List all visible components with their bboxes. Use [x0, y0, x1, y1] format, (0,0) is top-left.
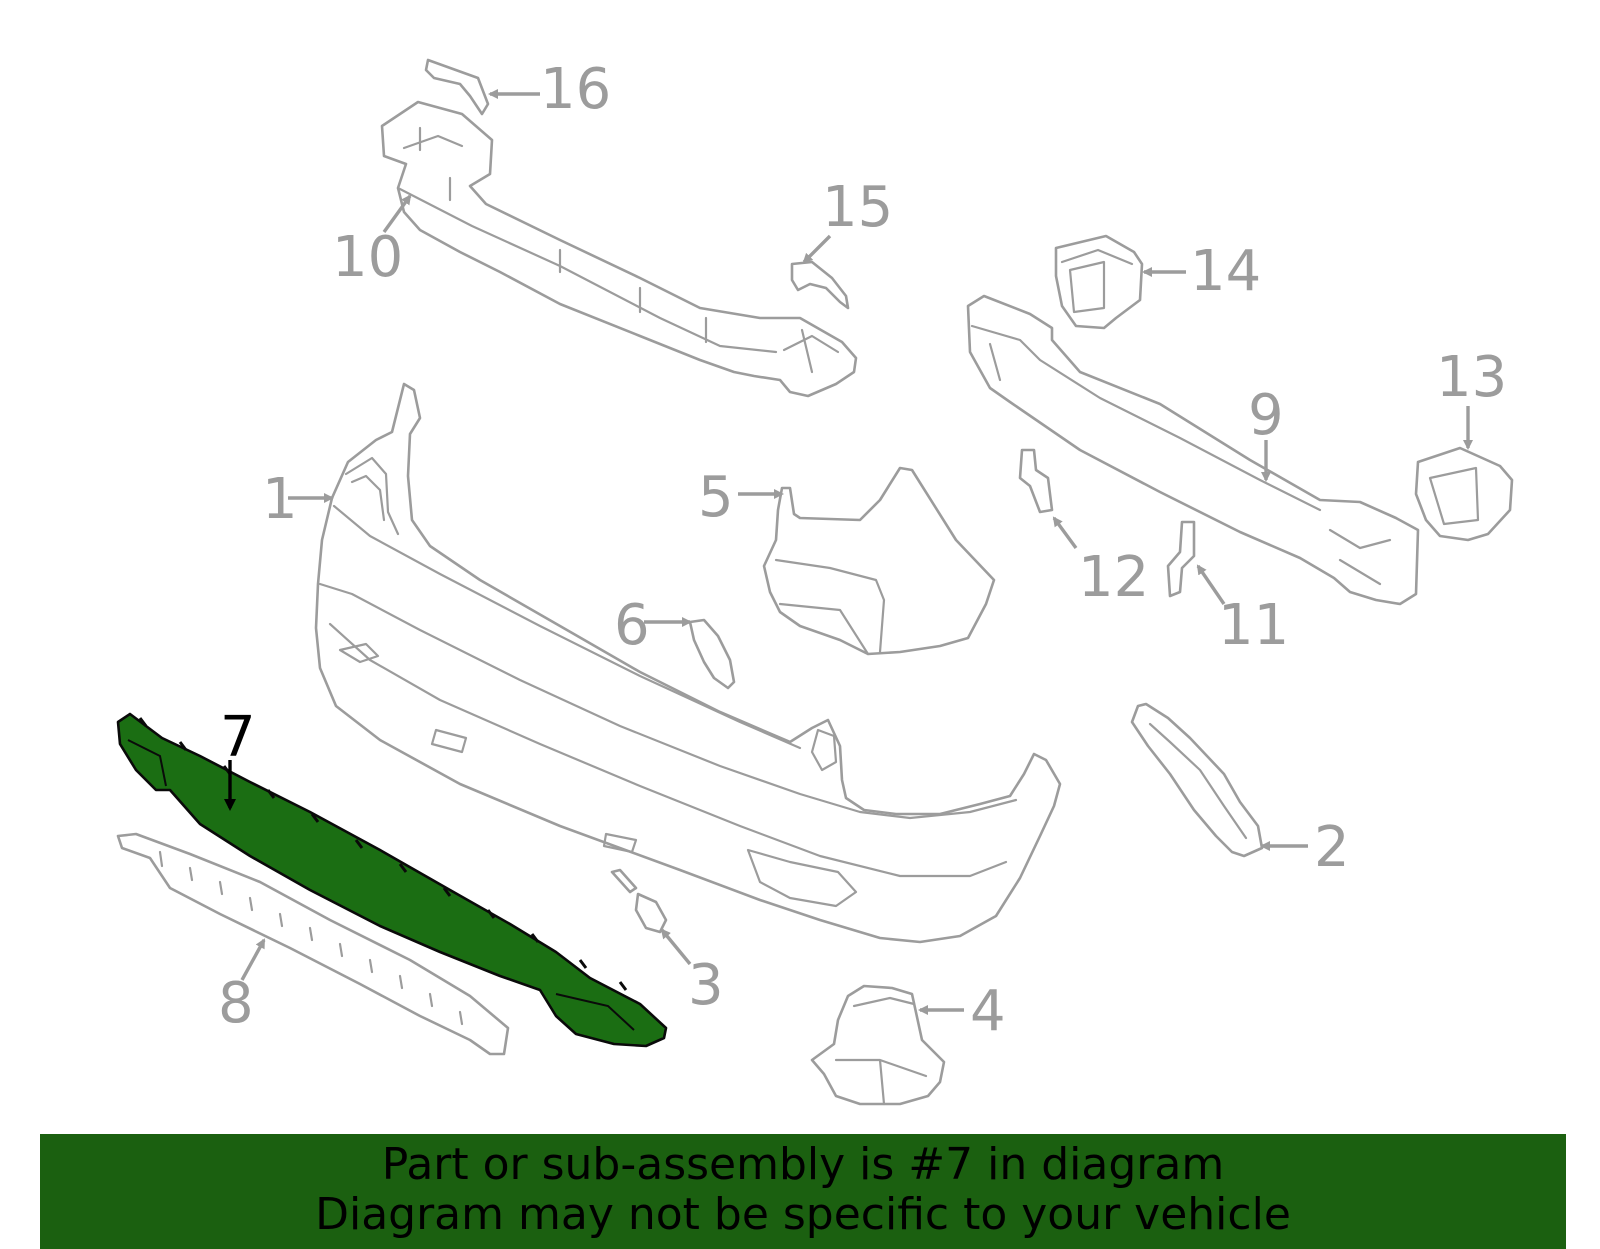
info-banner: Part or sub-assembly is #7 in diagram Di… [40, 1134, 1566, 1249]
part-3-plug [610, 868, 668, 934]
callout-7: 7 [220, 705, 256, 770]
callout-4: 4 [970, 979, 1006, 1044]
callout-numbers: 1 2 3 4 5 6 7 8 9 10 11 12 13 14 15 16 [218, 57, 1507, 1044]
part-12-bracket [1018, 448, 1054, 514]
part-16-bracket [424, 58, 490, 116]
part-2-bracket [1130, 702, 1264, 858]
part-14-mount [1054, 234, 1144, 330]
part-15-bracket [790, 260, 850, 310]
callout-2: 2 [1314, 815, 1350, 880]
callout-1: 1 [262, 467, 298, 532]
part-11-bracket [1166, 520, 1196, 598]
callout-15: 15 [822, 175, 893, 240]
callout-11: 11 [1218, 593, 1289, 658]
part-9-reinforcement [966, 294, 1420, 606]
part-8-trim-strip [116, 832, 510, 1056]
callout-14: 14 [1190, 239, 1261, 304]
callout-leaders [224, 89, 1473, 1015]
callout-5: 5 [698, 465, 734, 530]
callout-3: 3 [688, 953, 724, 1018]
banner-line-2: Diagram may not be specific to your vehi… [315, 1189, 1291, 1240]
part-1-bumper-cover [314, 382, 1062, 944]
part-10-reinforcement [380, 100, 858, 398]
callout-16: 16 [540, 57, 611, 122]
callout-10: 10 [332, 225, 403, 290]
part-5-lamp [762, 466, 996, 656]
part-4-bracket [810, 984, 946, 1106]
callout-12: 12 [1078, 545, 1149, 610]
callout-9: 9 [1248, 383, 1284, 448]
part-7-lower-valance [116, 712, 668, 1048]
callout-8: 8 [218, 971, 254, 1036]
part-13-mount [1414, 446, 1514, 542]
banner-line-1: Part or sub-assembly is #7 in diagram [381, 1139, 1225, 1190]
part-6-reflector [688, 618, 736, 690]
callout-6: 6 [614, 593, 650, 658]
callout-13: 13 [1436, 345, 1507, 410]
